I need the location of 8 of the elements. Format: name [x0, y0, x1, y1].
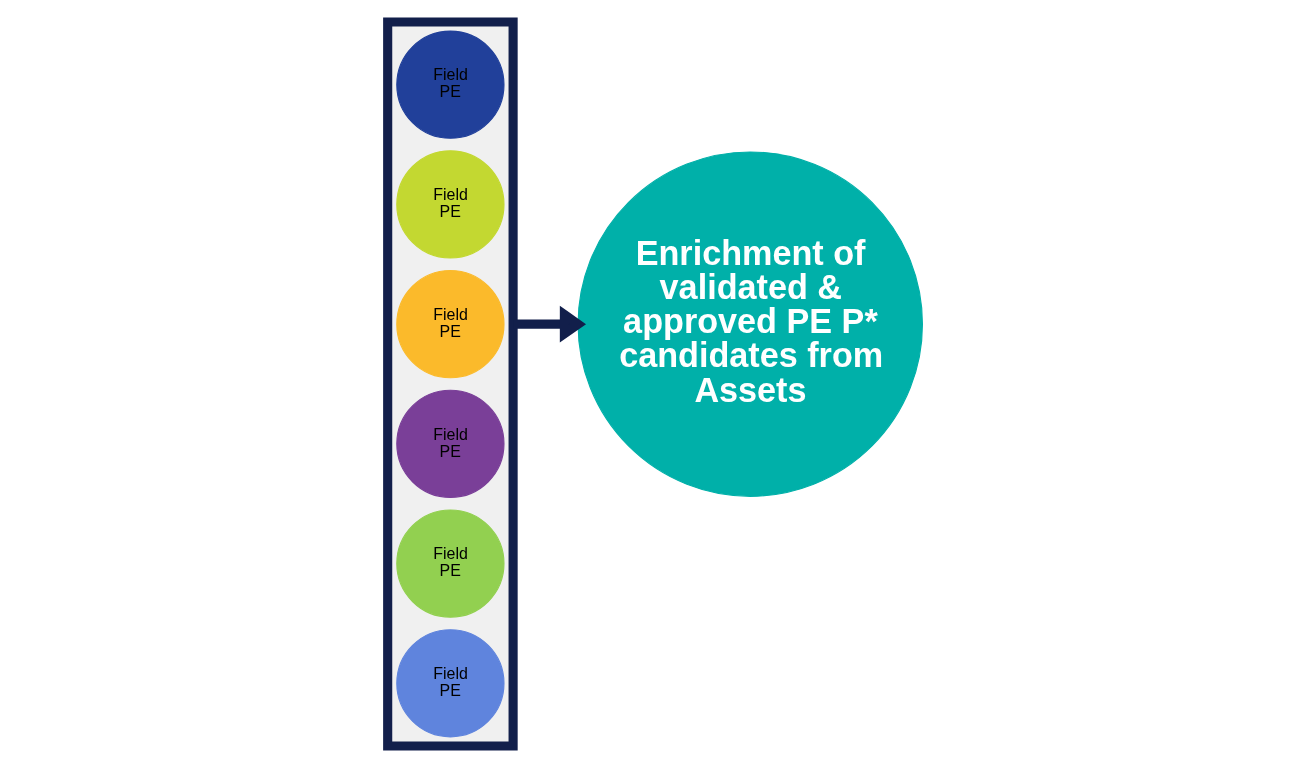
- node-circle: Field PE: [395, 629, 505, 738]
- node-circle: Field PE: [395, 30, 505, 139]
- node-circle: Field PE: [395, 150, 505, 259]
- node-circle: Field PE: [395, 270, 505, 379]
- node-circle: Enrichment of validated & approved PE P* candidates from Assets: [577, 151, 923, 497]
- node-circle: Field PE: [395, 509, 505, 618]
- node-circle: Field PE: [395, 389, 505, 498]
- cluster: [382, 17, 518, 751]
